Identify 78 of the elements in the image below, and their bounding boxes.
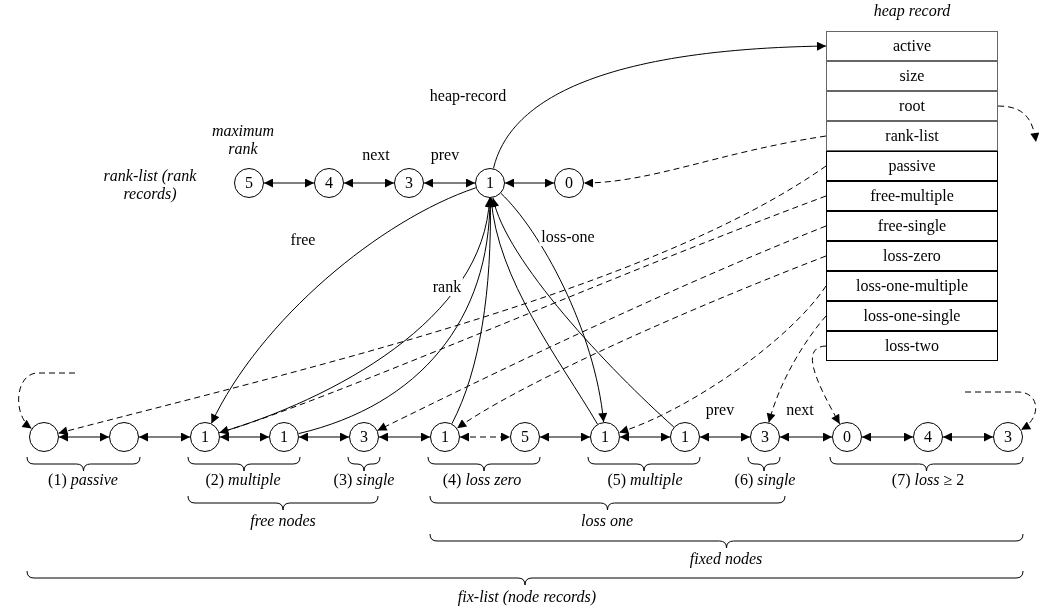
arrow [487,197,598,425]
record-field: rank-list [826,121,998,151]
record-field: root [826,91,998,121]
arrow [491,197,675,428]
double-arrow [263,178,315,188]
group-label: (5) multiple [606,471,684,489]
group-label: (2) multiple [204,471,282,489]
arrow [493,41,827,169]
double-arrow [298,432,350,442]
annotation-label: maximum rank [210,122,276,158]
list-node-circle: 3 [349,422,379,452]
group-label: (1) passive [47,471,119,489]
list-node-circle: 1 [269,422,299,452]
arrow [812,345,841,425]
double-arrow [942,432,994,442]
list-node-circle: 1 [670,422,700,452]
arrow [58,165,827,436]
list-node-circle: 1 [190,422,220,452]
list-node-circle: 0 [832,422,862,452]
record-field: loss-zero [826,241,998,271]
list-node-circle: 4 [913,422,943,452]
arrow [767,315,827,423]
group-label: loss one [580,512,634,530]
list-node-circle: 3 [394,168,424,198]
list-node-circle: 1 [590,422,620,452]
arrow [583,135,827,188]
double-arrow [343,178,395,188]
group-label: (6) single [733,471,797,489]
record-field: size [826,61,998,91]
double-arrow [699,432,751,442]
group-label: (7) loss ≥ 2 [890,471,966,489]
list-node-circle: 0 [554,168,584,198]
group-label: (3) single [332,471,396,489]
record-field: free-single [826,211,998,241]
edge-label: heap-record [427,87,509,105]
double-arrow [504,178,555,188]
list-node-circle [29,422,59,452]
group-label: (4) loss zero [441,471,523,489]
list-node-circle [109,422,139,452]
record-field: loss-two [826,331,998,361]
arrow [218,195,827,435]
double-arrow [619,432,671,442]
arrow [618,285,827,434]
record-field: loss-one-single [826,301,998,331]
group-label: fix-list (node records) [456,588,598,606]
table-title: heap record [872,2,952,20]
record-field: passive [826,151,998,181]
annotation-label: rank-list (rank records) [102,167,198,203]
group-label: fixed nodes [688,550,764,568]
arrow [997,105,1039,143]
double-arrow [861,432,914,442]
list-node-circle: 4 [314,168,344,198]
list-node-circle: 1 [475,168,505,198]
list-node-circle: 1 [430,422,460,452]
double-arrow [423,178,476,188]
list-node-circle: 3 [750,422,780,452]
edge-label: rank [430,278,464,296]
arrow [456,255,827,429]
edge-label: loss-one [539,228,597,246]
double-arrow [138,432,191,442]
list-node-circle: 5 [234,168,264,198]
double-arrow [539,432,591,442]
record-field: free-multiple [826,181,998,211]
arrow [500,192,607,423]
double-arrow [219,432,270,442]
double-arrow [459,432,511,442]
group-label: free nodes [249,512,317,530]
double-arrow [779,432,833,442]
record-field: active [826,31,998,61]
arrow [964,391,1037,431]
list-node-circle: 5 [510,422,540,452]
list-node-circle: 3 [993,422,1023,452]
double-arrow [378,432,431,442]
double-arrow [58,432,110,442]
record-field: loss-one-multiple [826,271,998,301]
arrow [210,187,477,424]
arrow [18,372,76,429]
arrow [377,225,827,431]
